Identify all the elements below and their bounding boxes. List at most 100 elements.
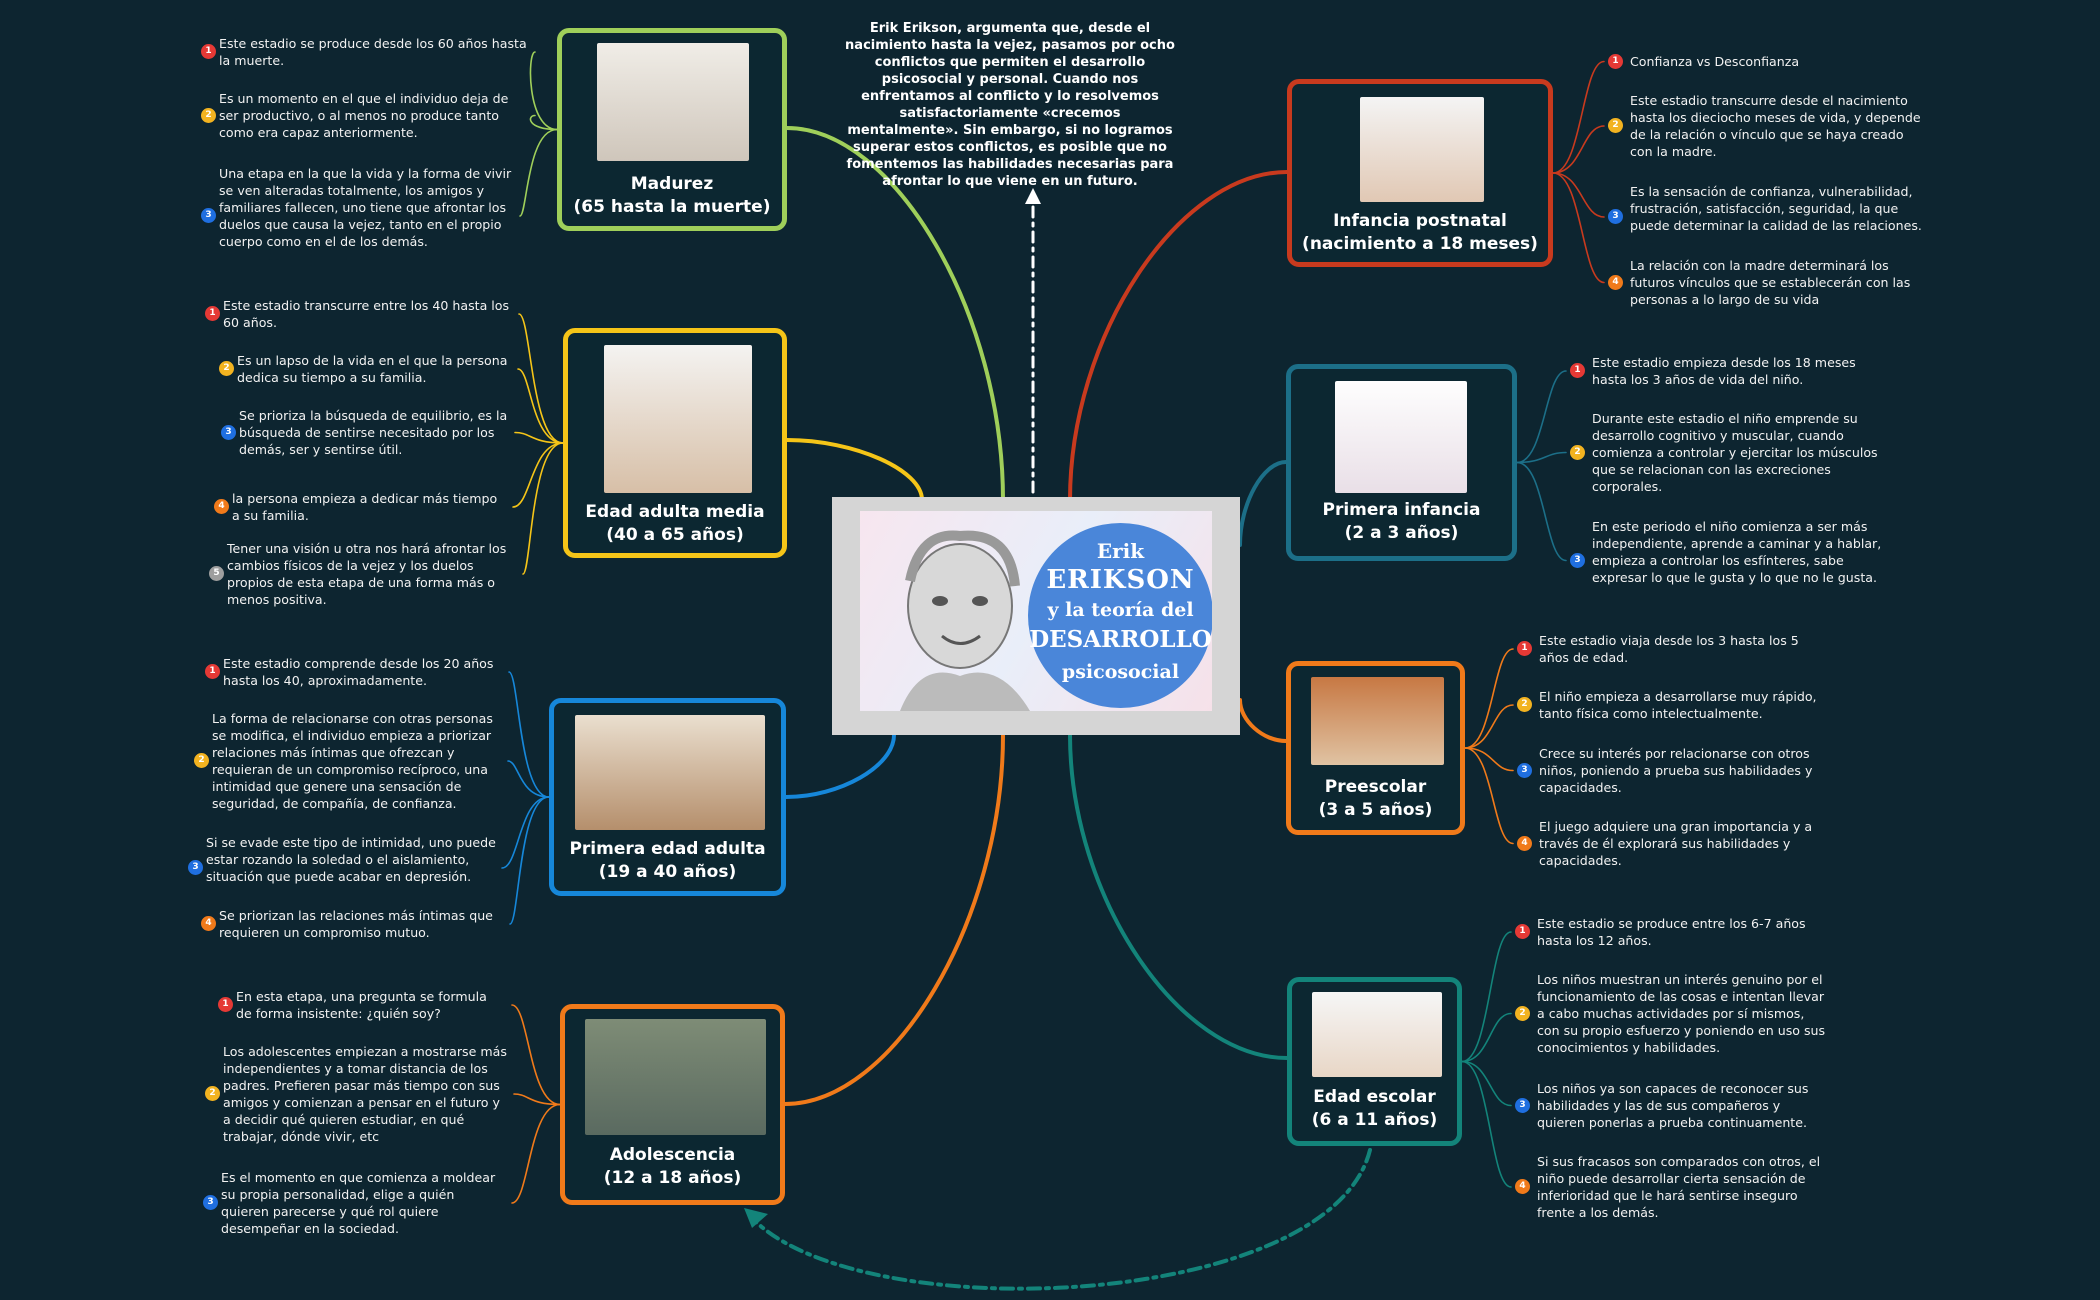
stage-node-edad-escolar[interactable]: Edad escolar(6 a 11 años) [1287,977,1462,1146]
number-badge: 1 [1570,363,1585,378]
note-edad-escolar-4: Si sus fracasos son comparados con otros… [1537,1154,1821,1220]
note-connector-madurez-2 [529,114,558,131]
note-adulta-media-1: Este estadio transcurre entre los 40 has… [223,298,510,330]
number-badge: 2 [1608,118,1623,133]
number-badge: 4 [214,499,229,514]
intro-text: Erik Erikson, argumenta que, desde el na… [845,21,1175,189]
note-connector-edad-escolar-4 [1461,1060,1512,1188]
note-primera-infancia-2: Durante este estadio el niño emprende su… [1592,411,1878,494]
note-connector-infancia-postnatal-1 [1552,60,1605,174]
stage-age-range: (nacimiento a 18 meses) [1302,234,1538,254]
stage-node-madurez[interactable]: Madurez(65 hasta la muerte) [557,28,787,231]
number-badge: 2 [1515,1005,1530,1021]
stage-name: Infancia postnatal [1333,211,1507,231]
note-connector-primera-infancia-1 [1516,370,1567,464]
note-infancia-postnatal-3: Es la sensación de confianza, vulnerabil… [1630,184,1922,233]
stage-age-range: (3 a 5 años) [1318,800,1433,820]
stage-title: Edad adulta media (40 a 65 años) [568,501,782,547]
note-connector-adulta-media-2 [517,368,564,444]
number-badge: 1 [1608,53,1623,69]
number-badge: 3 [1570,552,1585,568]
number-badge: 1 [1515,924,1530,939]
number-badge: 5 [209,566,224,581]
note-edad-escolar-2: Los niños muestran un interés genuino po… [1537,972,1826,1055]
note-primera-adulta-2: La forma de relacionarse con otras perso… [212,711,493,811]
center-line-5: psicosocial [1061,661,1180,683]
center-line-2: ERIKSON [1046,565,1195,595]
note-connector-adulta-media-1 [518,313,564,444]
note-edad-escolar-3: Los niños ya son capaces de reconocer su… [1537,1081,1809,1130]
stage-age-range: (19 a 40 años) [598,862,737,882]
note-connector-infancia-postnatal-4 [1552,172,1605,284]
number-badge: 4 [1517,835,1532,851]
center-line-3: y la teoría del [1047,599,1194,621]
note-preescolar-2: El niño empieza a desarrollarse muy rápi… [1539,689,1817,721]
note-connector-primera-adulta-4 [509,796,550,925]
branch-primera-adulta [784,733,896,799]
stage-age-range: (6 a 11 años) [1311,1110,1438,1130]
note-connector-primera-adulta-3 [501,796,550,869]
number-badge: 2 [205,1086,220,1101]
number-badge: 3 [203,1195,218,1210]
note-connector-madurez-3 [519,128,558,217]
number-badge: 3 [188,860,203,875]
number-badge: 4 [1608,274,1623,290]
stage-photo-primera-adulta [575,715,765,830]
note-connector-primera-infancia-3 [1516,461,1567,562]
stage-photo-adulta-media [604,345,752,493]
stage-title: Preescolar (3 a 5 años) [1291,776,1460,822]
note-connector-preescolar-1 [1464,648,1514,749]
stage-photo-preescolar [1311,677,1444,765]
stage-name: Adolescencia [609,1145,736,1165]
note-preescolar-3: Crece su interés por relacionarse con ot… [1539,746,1813,795]
branch-adulta-media [785,438,924,502]
note-primera-infancia-1: Este estadio empieza desde los 18 meses … [1592,355,1856,387]
number-badge: 2 [1570,444,1585,460]
stage-node-preescolar[interactable]: Preescolar (3 a 5 años) [1286,661,1465,835]
note-connector-adolescencia-3 [511,1103,561,1204]
stage-node-adulta-media[interactable]: Edad adulta media (40 a 65 años) [563,328,787,558]
stage-age-range: (2 a 3 años) [1344,523,1459,543]
note-infancia-postnatal-2: Este estadio transcurre desde el nacimie… [1630,93,1921,159]
note-adulta-media-2: Es un lapso de la vida en el que la pers… [237,353,508,385]
stage-title: Adolescencia (12 a 18 años) [565,1144,780,1190]
number-badge: 2 [1517,697,1532,712]
note-preescolar-1: Este estadio viaja desde los 3 hasta los… [1539,633,1799,665]
number-badge: 3 [1515,1097,1530,1113]
stage-age-range: (12 a 18 años) [603,1168,742,1188]
stage-photo-adolescencia [585,1019,766,1135]
central-topic[interactable]: Erik ERIKSON y la teoría del DESARROLLO … [832,497,1240,735]
note-primera-adulta-1: Este estadio comprende desde los 20 años… [223,656,494,688]
note-madurez-3: Una etapa en la que la vida y la forma d… [219,166,512,249]
note-adolescencia-1: En esta etapa, una pregunta se formula d… [236,989,487,1021]
note-connector-adulta-media-4 [512,442,564,508]
central-image: Erik ERIKSON y la teoría del DESARROLLO … [860,511,1212,711]
stage-name: Preescolar [1324,777,1427,797]
portrait-illustration [900,530,1030,711]
note-connector-adulta-media-3 [514,431,564,444]
stage-title: Infancia postnatal (nacimiento a 18 meses… [1292,210,1548,256]
number-badge: 1 [218,997,233,1012]
note-adulta-media-4: la persona empieza a dedicar más tiempo … [232,491,498,523]
note-madurez-1: Este estadio se produce desde los 60 año… [219,36,527,68]
center-line-4: DESARROLLO [1029,626,1212,653]
branch-madurez [785,126,1005,502]
stage-node-primera-adulta[interactable]: Primera edad adulta(19 a 40 años) [549,698,786,896]
stage-node-adolescencia[interactable]: Adolescencia (12 a 18 años) [560,1004,785,1205]
number-badge: 2 [219,361,234,376]
note-connector-primera-adulta-1 [508,671,550,798]
number-badge: 3 [221,424,236,440]
number-badge: 3 [1517,762,1532,778]
note-connector-infancia-postnatal-2 [1552,125,1605,174]
note-madurez-2: Es un momento en el que el individuo dej… [219,91,509,140]
stage-age-range: (40 a 65 años) [606,525,744,545]
number-badge: 3 [1608,209,1623,224]
branch-adolescencia [783,733,1005,1106]
note-adulta-media-3: Se prioriza la búsqueda de equilibrio, e… [239,408,508,457]
arrowhead-cycle [744,1208,768,1228]
stage-name: Edad adulta media [585,502,765,522]
note-adulta-media-5: Tener una visión u otra nos hará afronta… [227,541,507,607]
stage-node-infancia-postnatal[interactable]: Infancia postnatal (nacimiento a 18 meses… [1287,79,1553,267]
stage-node-primera-infancia[interactable]: Primera infancia(2 a 3 años) [1286,364,1517,561]
number-badge: 1 [205,306,220,321]
